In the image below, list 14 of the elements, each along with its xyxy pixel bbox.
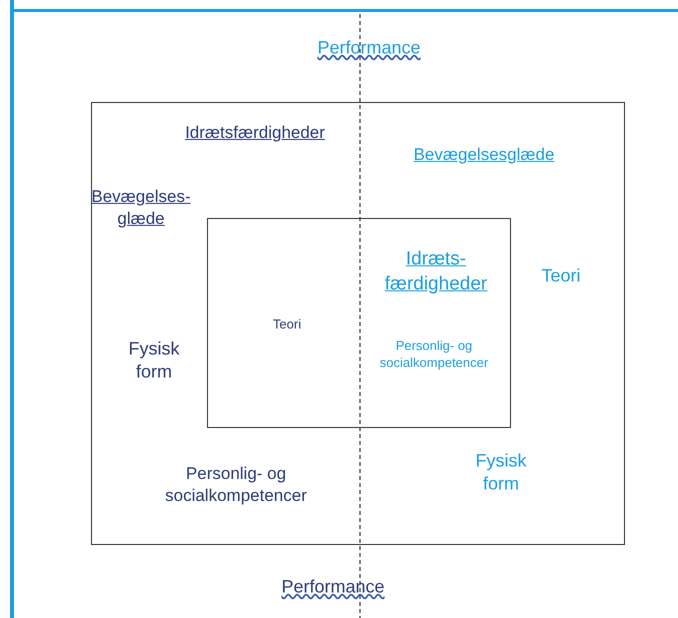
area-label: Performance: [316, 36, 422, 60]
area-label: Teori: [272, 316, 302, 334]
area-label: Personlig- og socialkompetencer: [164, 462, 308, 507]
area-label: Idræts- færdigheder: [384, 247, 488, 296]
area-label: Idrætsfærdigheder: [184, 122, 326, 144]
area-label: Bevægelses- glæde: [91, 186, 191, 230]
area-label: Performance: [280, 575, 386, 598]
area-label: Personlig- og socialkompetencer: [378, 338, 490, 372]
area-label: Teori: [540, 264, 582, 288]
inner-frame: [206, 218, 510, 428]
area-label: Fysisk form: [128, 338, 180, 384]
area-label: Bevægelsesglæde: [412, 144, 556, 166]
area-label: Fysisk form: [474, 450, 528, 496]
outer-frame: [91, 102, 625, 545]
